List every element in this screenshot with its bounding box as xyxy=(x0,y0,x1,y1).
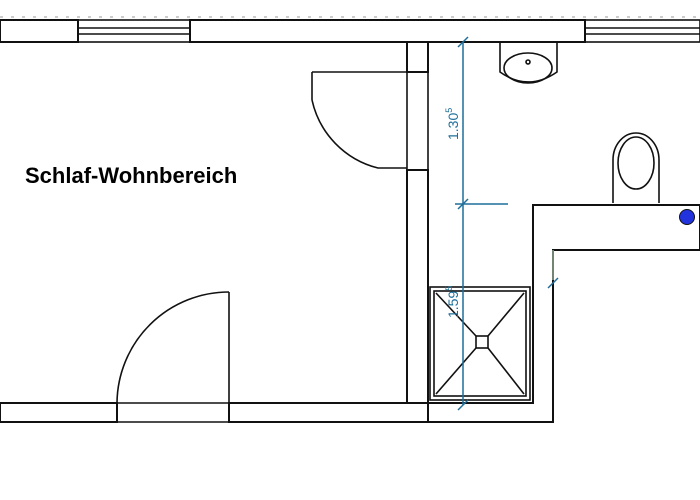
bottom-wall xyxy=(0,402,429,423)
wall-segment xyxy=(189,19,586,43)
dimension-label-upper: 1.305 xyxy=(444,108,461,140)
door-top xyxy=(311,71,407,169)
partition-wall xyxy=(406,41,429,404)
wall-segment xyxy=(0,19,79,43)
dimension-label-lower: 1.595 xyxy=(444,286,461,318)
new-bathroom-wall xyxy=(427,204,700,423)
door-bottom xyxy=(116,291,230,404)
dimension-lines xyxy=(455,36,559,411)
connection-point-marker xyxy=(679,209,695,225)
top-wall xyxy=(0,16,700,43)
shower-tray xyxy=(429,286,531,401)
toilet xyxy=(612,132,660,203)
washbasin xyxy=(499,42,558,84)
window-right xyxy=(584,19,700,43)
room-label: Schlaf-Wohnbereich xyxy=(25,163,237,188)
window-left xyxy=(77,19,191,43)
